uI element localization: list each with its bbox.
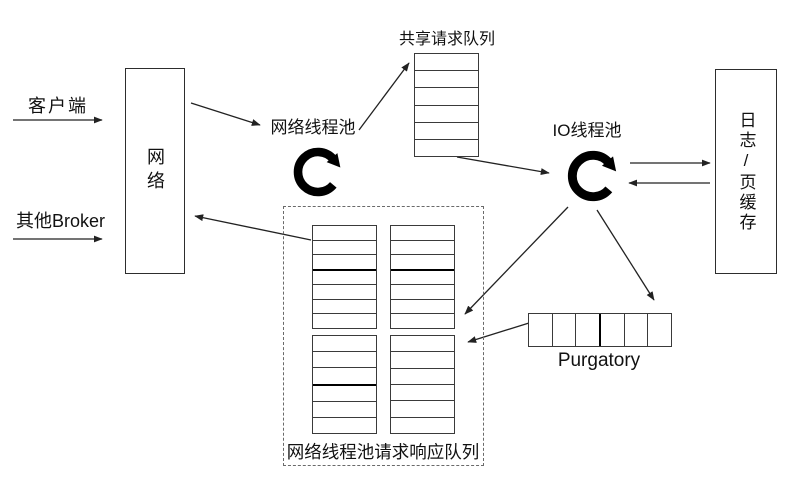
queue-cell bbox=[391, 416, 454, 433]
queue-cell bbox=[415, 121, 478, 139]
queue-cell bbox=[623, 314, 648, 346]
queue-cell bbox=[391, 400, 454, 416]
queue-cell bbox=[647, 314, 671, 346]
client-label: 客户端 bbox=[28, 96, 88, 116]
queue-cell bbox=[391, 239, 454, 255]
queue-cell bbox=[313, 367, 376, 383]
queue-cell bbox=[313, 268, 376, 285]
response-queues-container bbox=[283, 206, 484, 466]
queue-cell bbox=[313, 298, 376, 314]
queue-cell bbox=[529, 314, 552, 346]
queue-cell bbox=[313, 284, 376, 299]
queue-cell bbox=[415, 87, 478, 104]
loop-arrow-icon bbox=[293, 147, 341, 197]
shared-request-queue-label: 共享请求队列 bbox=[398, 31, 495, 48]
queue-cell bbox=[313, 239, 376, 255]
queue-cell bbox=[415, 70, 478, 87]
queue-cell bbox=[313, 336, 376, 351]
loop-arrow-icon bbox=[567, 150, 617, 202]
arrow-sharedqueue-to-iopool bbox=[456, 156, 550, 176]
queue-cell bbox=[391, 313, 454, 328]
queue-cell bbox=[415, 138, 478, 156]
queue-cell bbox=[415, 54, 478, 70]
queue-cell bbox=[391, 226, 454, 240]
queue-cell bbox=[391, 284, 454, 299]
arrow-netpool-to-sharedqueue bbox=[358, 62, 410, 131]
queue-cell bbox=[599, 314, 624, 346]
queue-cell bbox=[575, 314, 599, 346]
io-thread-pool-label: IO线程池 bbox=[552, 121, 622, 140]
arrow-network-to-netpool bbox=[190, 102, 261, 126]
response-queue-bottom-left bbox=[312, 335, 377, 434]
purgatory-label: Purgatory bbox=[557, 350, 641, 371]
queue-cell bbox=[391, 351, 454, 367]
network-box: 网络 bbox=[125, 68, 185, 274]
response-queues-label: 网络线程池请求响应队列 bbox=[286, 442, 480, 462]
purgatory-queue bbox=[528, 313, 672, 347]
queue-cell bbox=[391, 383, 454, 400]
log-page-cache-box: 日志/页缓存 bbox=[715, 69, 777, 274]
queue-cell bbox=[313, 416, 376, 433]
queue-cell bbox=[313, 313, 376, 328]
queue-cell bbox=[391, 268, 454, 285]
response-queue-bottom-right bbox=[390, 335, 455, 434]
queue-cell bbox=[551, 314, 576, 346]
network-thread-pool-label: 网络线程池 bbox=[270, 118, 356, 137]
arrow-iopool-to-purgatory bbox=[596, 209, 655, 301]
queue-cell bbox=[313, 400, 376, 417]
queue-cell bbox=[391, 336, 454, 351]
queue-cell bbox=[415, 104, 478, 122]
log-page-cache-label: 日志/页缓存 bbox=[736, 110, 756, 233]
queue-cell bbox=[313, 351, 376, 367]
response-queue-top-right bbox=[390, 225, 455, 329]
queue-cell bbox=[313, 226, 376, 240]
queue-cell bbox=[313, 254, 376, 269]
shared-request-queue bbox=[414, 53, 479, 157]
response-queue-top-left bbox=[312, 225, 377, 329]
queue-cell bbox=[313, 383, 376, 401]
other-broker-label: 其他Broker bbox=[16, 211, 106, 231]
network-box-label: 网络 bbox=[145, 147, 165, 195]
queue-cell bbox=[391, 367, 454, 384]
queue-cell bbox=[391, 298, 454, 314]
queue-cell bbox=[391, 254, 454, 269]
